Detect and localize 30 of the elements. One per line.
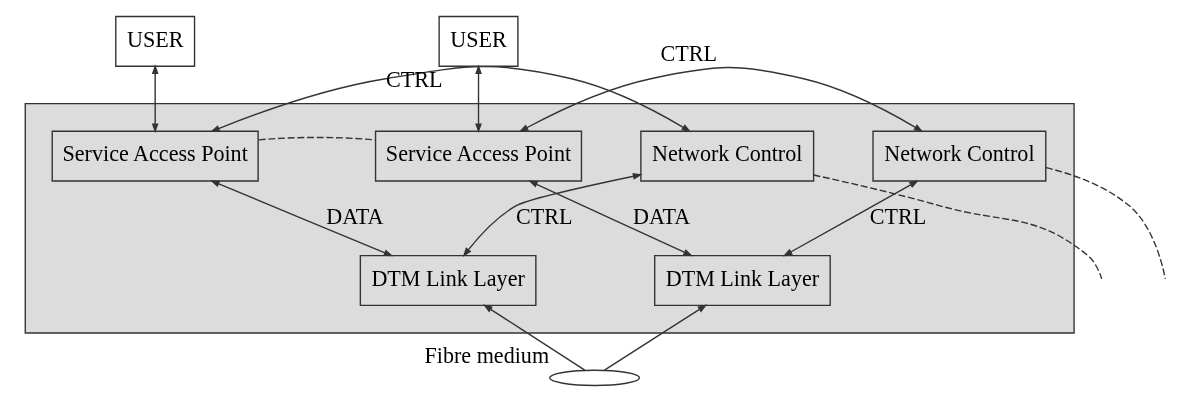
arrow bbox=[210, 179, 394, 256]
node-box: Network Control bbox=[640, 130, 815, 182]
arrow bbox=[528, 179, 693, 256]
node-box: Service Access Point bbox=[51, 130, 259, 182]
connector bbox=[258, 136, 377, 141]
edge-label: CTRL bbox=[869, 203, 927, 229]
node-box: DTM Link Layer bbox=[654, 254, 831, 306]
connector bbox=[812, 173, 1103, 280]
cluster bbox=[24, 102, 1075, 334]
edge-label: CTRL bbox=[660, 40, 718, 66]
arrow bbox=[518, 66, 924, 132]
edge-label: CTRL bbox=[385, 66, 443, 92]
node-label: Fibre medium bbox=[424, 342, 550, 368]
arrow bbox=[603, 303, 708, 371]
edge-label: DATA bbox=[633, 203, 691, 229]
edge-label: DATA bbox=[326, 203, 384, 229]
arrow bbox=[782, 179, 919, 256]
node-box: Service Access Point bbox=[374, 130, 583, 182]
arrow bbox=[462, 172, 643, 257]
arrow bbox=[482, 303, 586, 371]
edge-label: CTRL bbox=[515, 203, 573, 229]
node-box: Network Control bbox=[872, 130, 1047, 182]
node-ellipse bbox=[549, 369, 641, 386]
arrow bbox=[475, 63, 482, 133]
arrow bbox=[210, 65, 692, 132]
connector bbox=[1045, 166, 1166, 280]
arrow bbox=[151, 63, 159, 133]
node-box: USER bbox=[438, 15, 519, 67]
node-box: DTM Link Layer bbox=[359, 254, 537, 306]
node-box: USER bbox=[115, 15, 196, 67]
